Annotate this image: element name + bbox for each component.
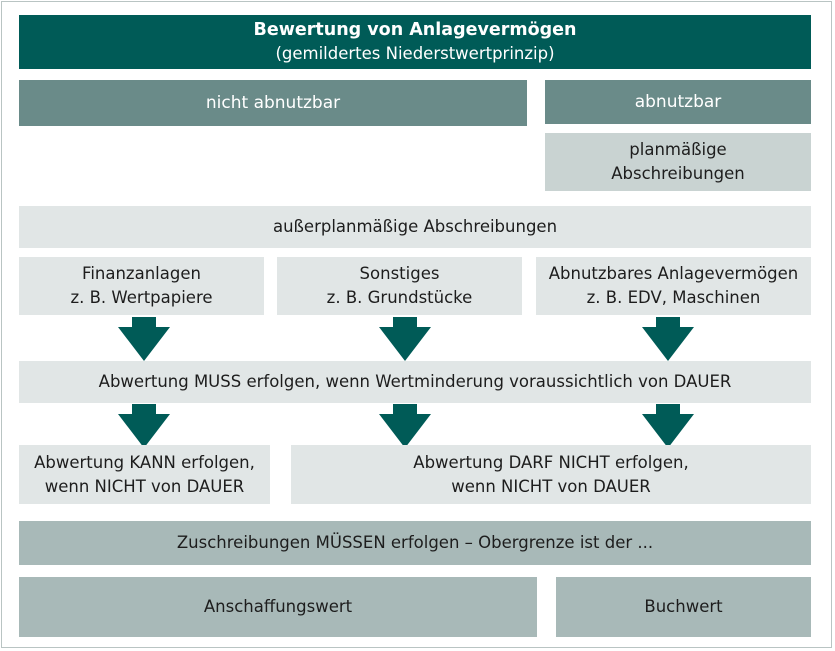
group-sonstiges-line2: z. B. Grundstücke: [326, 288, 473, 307]
category-abnutzbar: abnutzbar: [545, 80, 811, 124]
abwertung-darf-nicht-box: Abwertung DARF NICHT erfolgen, wenn NICH…: [291, 445, 811, 504]
arrow-down-icon: [379, 317, 431, 361]
group-abnutzbar-line1: Abnutzbares Anlagevermögen: [548, 264, 799, 283]
buchwert-box: Buchwert: [556, 577, 811, 637]
arrow-down-icon: [118, 317, 170, 361]
category-nicht-abnutzbar-label: nicht abnutzbar: [205, 93, 341, 113]
abwertung-kann-box: Abwertung KANN erfolgen, wenn NICHT von …: [19, 445, 270, 504]
anschaffungswert-box: Anschaffungswert: [19, 577, 537, 637]
ausserplanmaessige-label: außerplanmäßige Abschreibungen: [272, 217, 558, 236]
group-finanzanlagen: Finanzanlagen z. B. Wertpapiere: [19, 257, 264, 315]
ausserplanmaessige-abschreibungen-box: außerplanmäßige Abschreibungen: [19, 206, 811, 248]
arrow-down-icon: [642, 317, 694, 361]
arrow-down-icon: [379, 404, 431, 448]
abwertung-darf-nicht-line1: Abwertung DARF NICHT erfolgen,: [413, 452, 689, 472]
abwertung-muss-label: Abwertung MUSS erfolgen, wenn Wertminder…: [98, 372, 732, 391]
category-abnutzbar-label: abnutzbar: [634, 92, 722, 112]
abwertung-kann-line1: Abwertung KANN erfolgen,: [34, 452, 255, 472]
group-abnutzbar-line2: z. B. EDV, Maschinen: [586, 288, 761, 307]
buchwert-label: Buchwert: [644, 597, 723, 616]
zuschreibungen-label: Zuschreibungen MÜSSEN erfolgen – Obergre…: [176, 533, 654, 552]
anschaffungswert-label: Anschaffungswert: [203, 597, 353, 616]
arrow-down-icon: [642, 404, 694, 448]
group-abnutzbares-anlagevermoegen: Abnutzbares Anlagevermögen z. B. EDV, Ma…: [536, 257, 811, 315]
diagram-title: Bewertung von Anlagevermögen: [253, 20, 577, 40]
group-sonstiges-line1: Sonstiges: [359, 264, 440, 283]
abwertung-darf-nicht-line2: wenn NICHT von DAUER: [451, 476, 651, 496]
group-finanzanlagen-line2: z. B. Wertpapiere: [70, 288, 213, 307]
zuschreibungen-box: Zuschreibungen MÜSSEN erfolgen – Obergre…: [19, 521, 811, 565]
diagram-header: Bewertung von Anlagevermögen (gemilderte…: [19, 15, 811, 69]
group-sonstiges: Sonstiges z. B. Grundstücke: [277, 257, 522, 315]
group-finanzanlagen-line1: Finanzanlagen: [82, 264, 201, 283]
planmaessige-abschreibungen-box: planmäßige Abschreibungen: [545, 133, 811, 191]
abwertung-kann-line2: wenn NICHT von DAUER: [44, 476, 245, 496]
abwertung-muss-box: Abwertung MUSS erfolgen, wenn Wertminder…: [19, 361, 811, 403]
planmaessige-line1: planmäßige: [629, 140, 727, 159]
category-nicht-abnutzbar: nicht abnutzbar: [19, 80, 527, 126]
diagram-subtitle: (gemildertes Niederstwertprinzip): [275, 44, 555, 63]
arrow-down-icon: [118, 404, 170, 448]
planmaessige-line2: Abschreibungen: [611, 164, 745, 183]
